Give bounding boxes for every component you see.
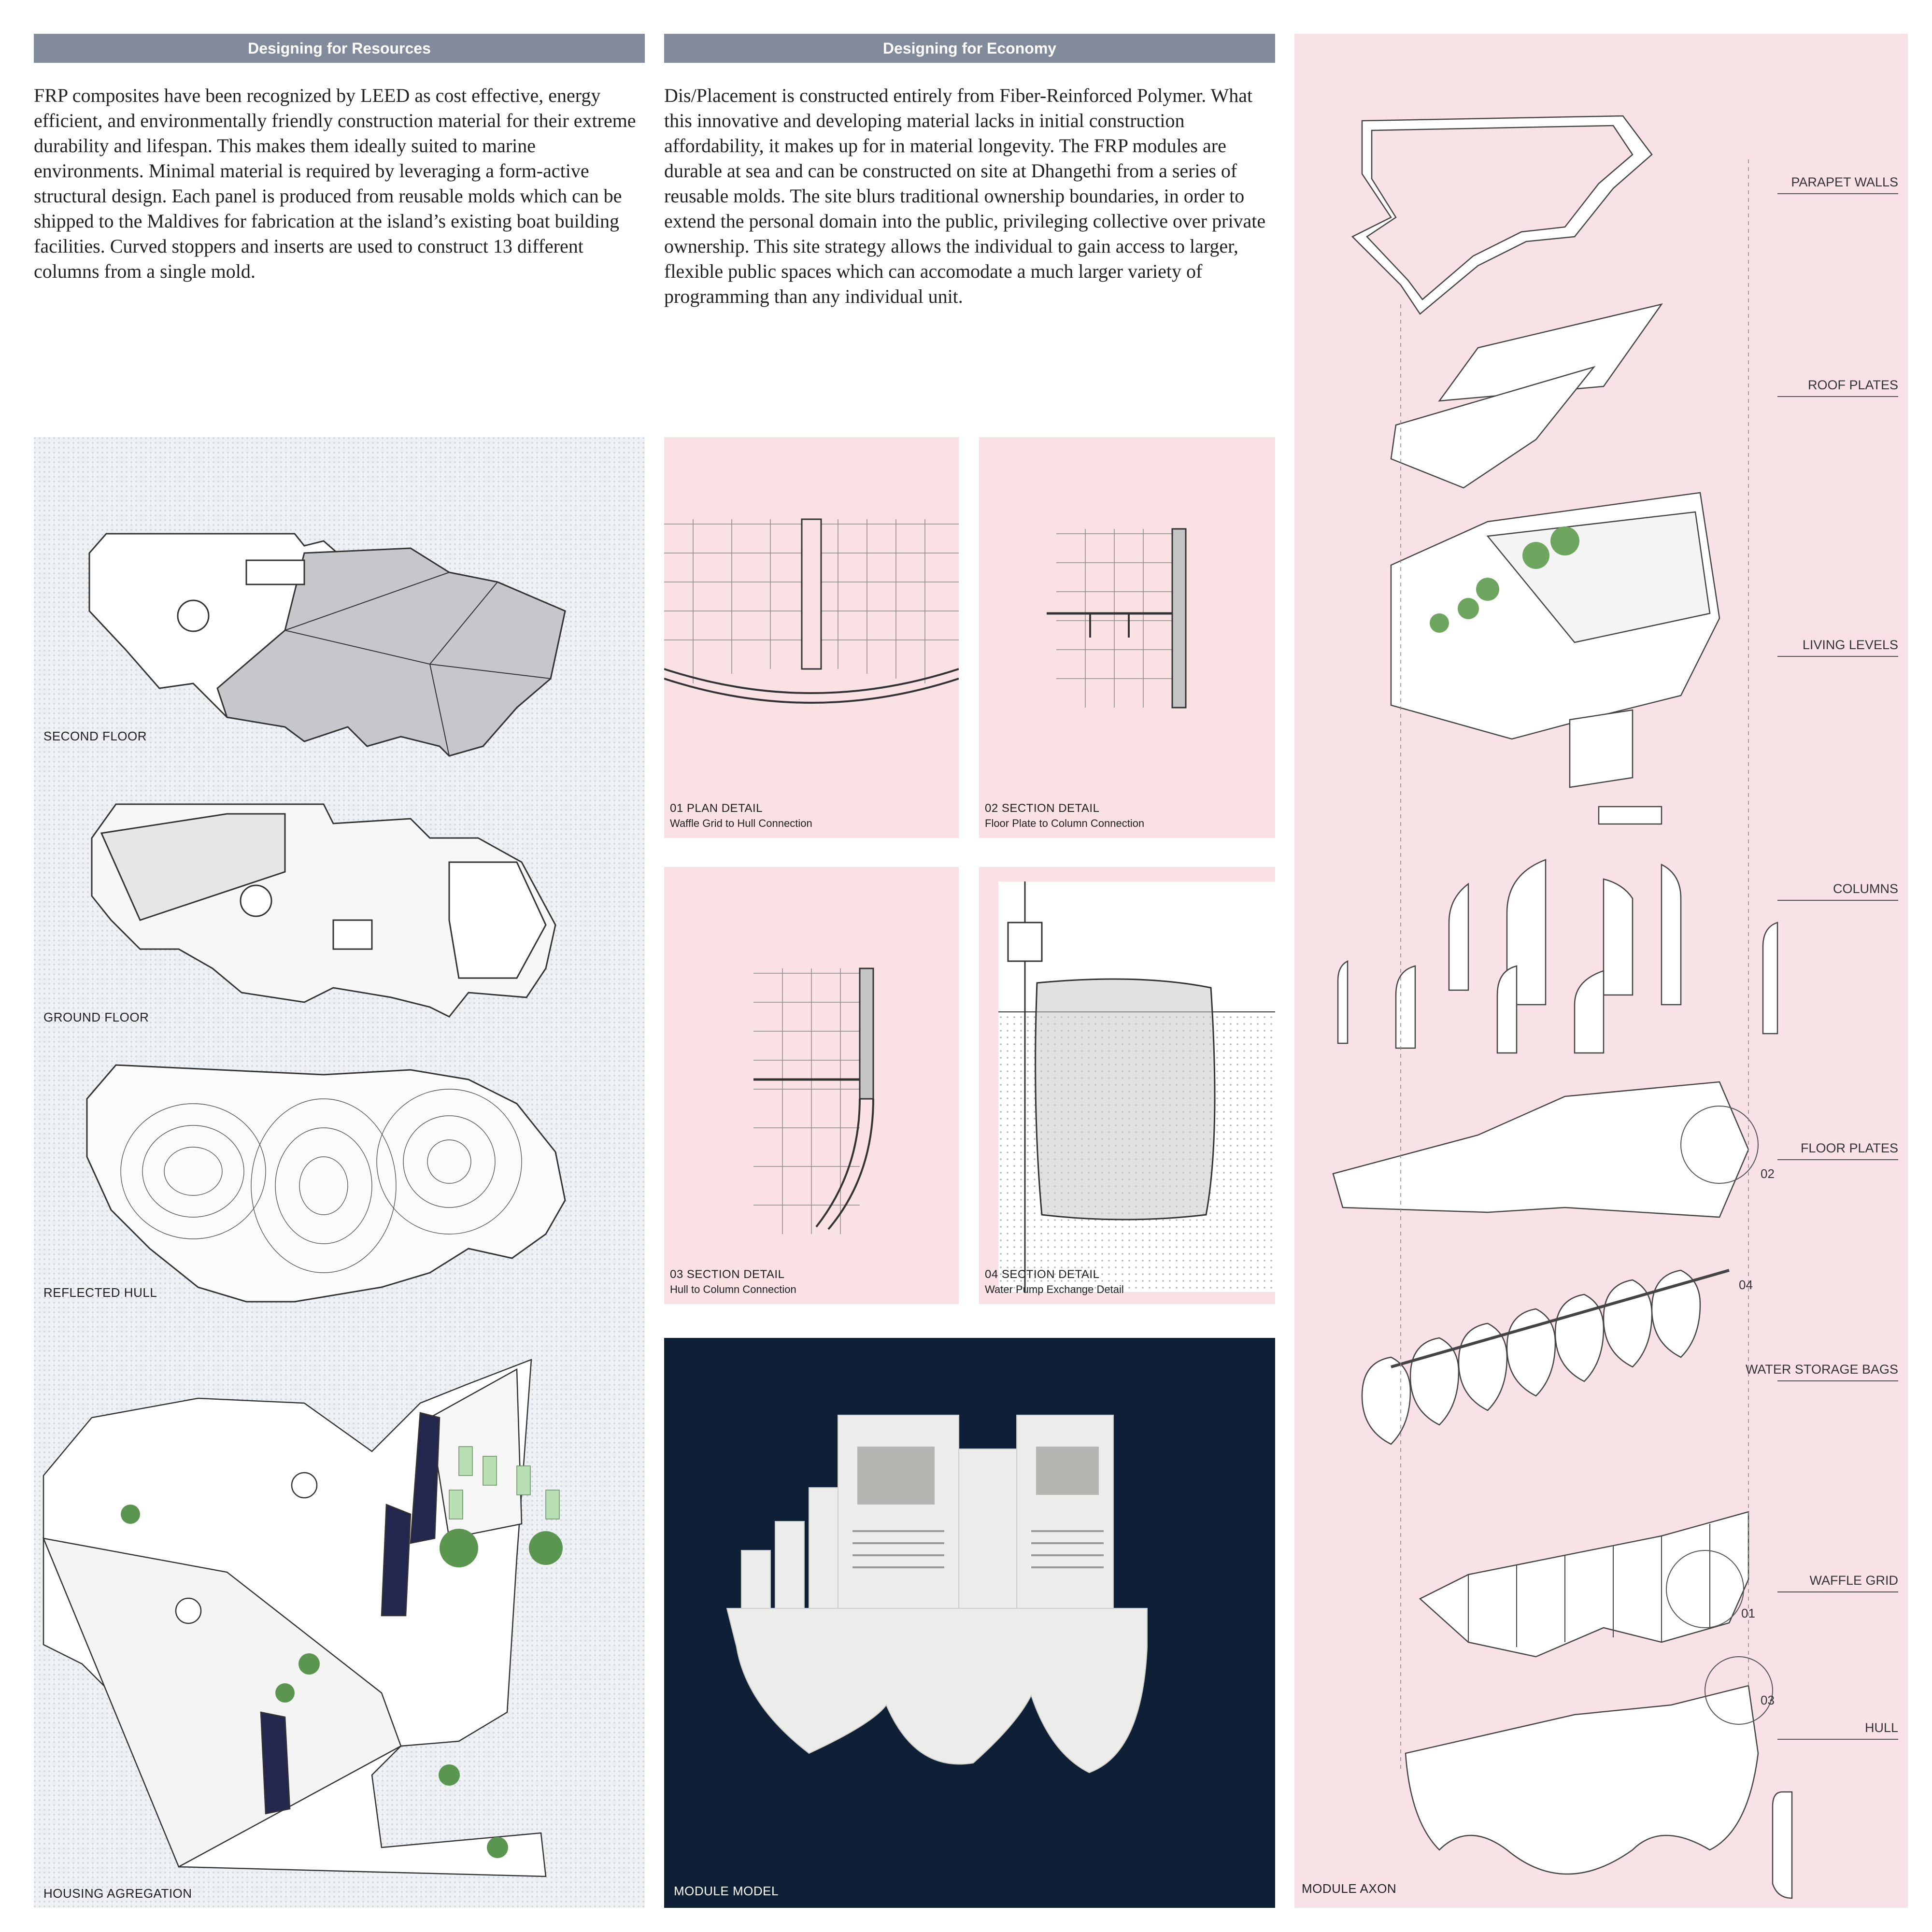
detail-01-drawing bbox=[664, 518, 959, 704]
reflected-hull-label: REFLECTED HULL bbox=[43, 1285, 157, 1300]
axon-leader-line bbox=[1777, 900, 1898, 901]
axon-callout-04: 04 bbox=[1739, 1278, 1753, 1292]
module-model-image bbox=[726, 1415, 1148, 1774]
axon-layer-columns: COLUMNS bbox=[1833, 881, 1898, 896]
axon-callout-03: 03 bbox=[1761, 1693, 1775, 1707]
axon-leader-line bbox=[1777, 1380, 1898, 1381]
detail-panel-01: 01 PLAN DETAIL Waffle Grid to Hull Conne… bbox=[664, 437, 959, 838]
axon-leader-line bbox=[1777, 656, 1898, 657]
axon-layer-waffle-grid: WAFFLE GRID bbox=[1809, 1573, 1898, 1588]
axon-leader-line bbox=[1777, 396, 1898, 397]
detail-02-drawing bbox=[1047, 528, 1187, 709]
axon-layer-floor-plates: FLOOR PLATES bbox=[1800, 1141, 1898, 1155]
axon-callout-01: 01 bbox=[1741, 1606, 1755, 1620]
housing-agregation-label: HOUSING AGREGATION bbox=[43, 1886, 192, 1901]
second-floor-label: SECOND FLOOR bbox=[43, 729, 147, 743]
axon-callout-02: 02 bbox=[1761, 1166, 1775, 1181]
detail-03-title: 03 SECTION DETAIL bbox=[670, 1268, 785, 1281]
detail-03-subtitle: Hull to Column Connection bbox=[670, 1283, 796, 1295]
detail-01-title: 01 PLAN DETAIL bbox=[670, 802, 763, 815]
axon-layer-roof-plates: ROOF PLATES bbox=[1807, 378, 1898, 392]
detail-04-drawing bbox=[998, 881, 1275, 1292]
detail-04-subtitle: Water Pump Exchange Detail bbox=[985, 1283, 1124, 1295]
ground-floor-label: GROUND FLOOR bbox=[43, 1010, 149, 1024]
module-axon-panel: PARAPET WALLS ROOF PLATES LIVING LEVELS … bbox=[1294, 34, 1908, 1908]
economy-body: Dis/Placement is constructed entirely fr… bbox=[664, 85, 1266, 307]
detail-02-subtitle: Floor Plate to Column Connection bbox=[985, 817, 1145, 829]
resources-header: Designing for Resources bbox=[34, 34, 645, 63]
detail-panel-03: 03 SECTION DETAIL Hull to Column Connect… bbox=[664, 867, 959, 1304]
detail-02-title: 02 SECTION DETAIL bbox=[985, 802, 1100, 815]
detail-01-subtitle: Waffle Grid to Hull Connection bbox=[670, 817, 812, 829]
axon-layer-parapet-walls: PARAPET WALLS bbox=[1791, 175, 1898, 189]
axon-layer-living-levels: LIVING LEVELS bbox=[1802, 638, 1898, 652]
axon-leader-line bbox=[1777, 1739, 1898, 1740]
plans-panel: SECOND FLOOR GROUND FLOOR REFLECTED HULL… bbox=[34, 437, 645, 1908]
ground-floor-plan bbox=[91, 803, 556, 1018]
detail-panel-04: 04 SECTION DETAIL Water Pump Exchange De… bbox=[979, 867, 1275, 1304]
module-model-panel: MODULE MODEL bbox=[664, 1338, 1275, 1908]
module-model-label: MODULE MODEL bbox=[674, 1884, 779, 1898]
axon-layer-hull: HULL bbox=[1864, 1720, 1898, 1735]
detail-panel-02: 02 SECTION DETAIL Floor Plate to Column … bbox=[979, 437, 1275, 838]
module-axon-drawing bbox=[1332, 115, 1793, 1899]
plans-drawing bbox=[34, 437, 645, 1908]
detail-03-drawing bbox=[753, 967, 874, 1234]
module-axon-label: MODULE AXON bbox=[1302, 1881, 1397, 1896]
resources-body: FRP composites have been recognized by L… bbox=[34, 85, 636, 282]
economy-header: Designing for Economy bbox=[664, 34, 1275, 63]
axon-layer-water-storage-bags: WATER STORAGE BAGS bbox=[1745, 1362, 1898, 1377]
detail-04-title: 04 SECTION DETAIL bbox=[985, 1268, 1100, 1281]
second-floor-plan bbox=[88, 533, 566, 757]
axon-leader-line bbox=[1777, 193, 1898, 194]
reflected-hull-plan bbox=[86, 1064, 566, 1303]
housing-agregation-plan bbox=[42, 1359, 563, 1877]
axon-leader-line bbox=[1777, 1159, 1898, 1160]
axon-leader-line bbox=[1777, 1591, 1898, 1592]
